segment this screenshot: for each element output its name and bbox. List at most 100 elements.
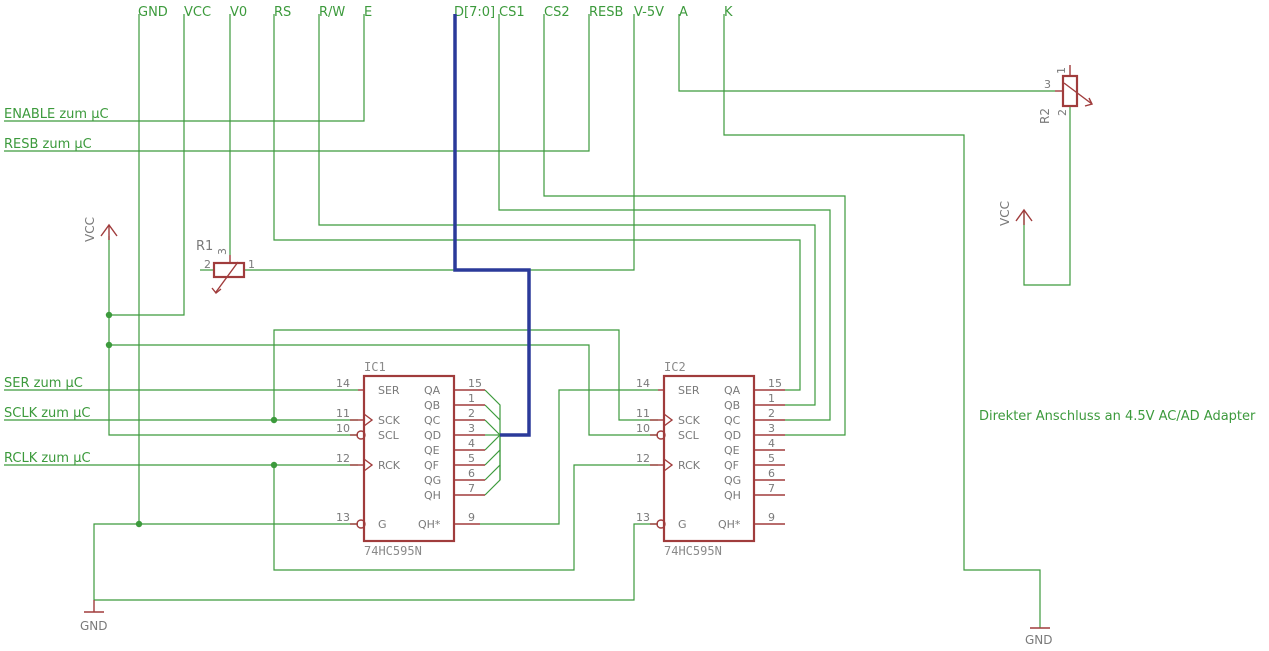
- gnd-symbol-left: GND: [80, 600, 108, 633]
- ic1-pnum-12: 12: [336, 452, 350, 465]
- ic1-pname-qb: QB: [424, 399, 440, 412]
- net-label-resb: RESB zum µC: [4, 137, 92, 152]
- ic2-pnum-9: 9: [768, 511, 775, 524]
- conn-label-v0: V0: [230, 5, 247, 20]
- wire-vcc-left: [108, 236, 358, 436]
- ic1-bus-entries: [484, 389, 501, 496]
- junction-dot: [105, 341, 113, 349]
- inverted-input-icon: [356, 519, 366, 529]
- ic2-pnum-4: 4: [768, 437, 775, 450]
- wire-cs2: [543, 14, 846, 436]
- vcc-symbol-right: VCC: [998, 201, 1033, 226]
- gnd-label-right: GND: [1025, 633, 1053, 647]
- r1-pin-3: 3: [216, 248, 229, 255]
- conn-label-a: A: [679, 5, 688, 20]
- ic2-body: [662, 374, 756, 543]
- ic2-pnum-1: 1: [768, 392, 775, 405]
- ic2-pname-scl: SCL: [678, 429, 700, 442]
- conn-label-d70: D[7:0]: [454, 5, 495, 20]
- bus-entry: [484, 465, 501, 496]
- vcc-label-right: VCC: [998, 201, 1012, 226]
- ic1-pname-ser: SER: [378, 384, 400, 397]
- ic2-pname-qb: QB: [724, 399, 740, 412]
- wire-a: [678, 14, 1055, 92]
- r2-pin-3: 3: [1044, 78, 1051, 91]
- vcc-symbol-left: VCC: [83, 217, 118, 242]
- clock-input-icon: [663, 458, 674, 472]
- net-labels: ENABLE zum µC RESB zum µC SER zum µC SCL…: [4, 107, 109, 466]
- wire-k: [723, 14, 1041, 628]
- trimmer-arrowhead: [211, 287, 222, 294]
- ic1-pname-rck: RCK: [378, 459, 401, 472]
- wire-r1-v5v: [244, 14, 635, 271]
- clock-input-icon: [363, 413, 374, 427]
- ic1-pnum-2: 2: [468, 407, 475, 420]
- net-label-enable: ENABLE zum µC: [4, 107, 109, 122]
- ic1-name: IC1: [364, 360, 386, 374]
- ic1-pname-qg: QG: [424, 474, 441, 487]
- wire-r2-vcc: [1023, 105, 1071, 286]
- wire-resb: [4, 14, 590, 152]
- ic2-pnum-7: 7: [768, 482, 775, 495]
- ic2-pname-qc: QC: [724, 414, 741, 427]
- bus-entry: [484, 404, 501, 421]
- junction-dot: [270, 416, 278, 424]
- ic1-body: [362, 374, 456, 543]
- conn-label-cs2: CS2: [544, 5, 570, 20]
- conn-label-cs1: CS1: [499, 5, 525, 20]
- r1-body: [212, 261, 246, 279]
- net-label-ser: SER zum µC: [4, 376, 83, 391]
- wire-rclk-ic2: [273, 464, 658, 571]
- junction-dot: [105, 311, 113, 319]
- bus-entry: [484, 435, 501, 466]
- ic2-pname-qa: QA: [724, 384, 741, 397]
- net-label-sclk: SCLK zum µC: [4, 406, 90, 421]
- gnd-symbol-right: GND: [1025, 627, 1053, 647]
- ic1-pname-qhs: QH*: [418, 518, 441, 531]
- r1-name: R1: [196, 239, 213, 254]
- adapter-note: Direkter Anschluss an 4.5V AC/AD Adapter: [979, 409, 1256, 424]
- ic2-pnum-14: 14: [636, 377, 650, 390]
- ic2-pname-qh: QH: [724, 489, 741, 502]
- ic2-pname-qg: QG: [724, 474, 741, 487]
- conn-label-rs: RS: [274, 5, 291, 20]
- ic1-pname-scl: SCL: [378, 429, 400, 442]
- gnd-label-left: GND: [80, 619, 108, 633]
- ic2-value: 74HC595N: [664, 544, 722, 558]
- data-bus: [453, 14, 531, 437]
- ic1-pnum-11: 11: [336, 407, 350, 420]
- ic1-pnum-6: 6: [468, 467, 475, 480]
- ic1-pnum-4: 4: [468, 437, 475, 450]
- resistor-r2: 1 3 2 R2: [1038, 65, 1094, 124]
- ic1-pnum-13: 13: [336, 511, 350, 524]
- conn-label-gnd: GND: [138, 5, 168, 20]
- connector-labels: GND VCC V0 RS R/W E D[7:0] CS1 CS2 RESB …: [138, 5, 733, 20]
- ic1: IC1 74HC595N 14 11 10 12 13 SER SCK SCL …: [336, 360, 485, 558]
- wire-rw: [318, 14, 816, 406]
- inverted-input-icon: [656, 519, 666, 529]
- ic1-pnum-14: 14: [336, 377, 350, 390]
- trimmer-arrowhead: [1084, 97, 1094, 107]
- wires: [4, 14, 1071, 628]
- trimmer-arrow-icon: [215, 261, 239, 293]
- resistor-r1: R1 2 1 3: [196, 239, 255, 294]
- r2-name: R2: [1038, 108, 1052, 124]
- ic2-pname-g: G: [678, 518, 687, 531]
- ic1-pnum-15: 15: [468, 377, 482, 390]
- ic2-right-pins: [754, 389, 785, 525]
- ic1-right-pins: [454, 389, 485, 525]
- ic2-pnum-6: 6: [768, 467, 775, 480]
- ic2-pnum-15: 15: [768, 377, 782, 390]
- ic1-pname-g: G: [378, 518, 387, 531]
- r2-pin-1: 1: [1055, 67, 1068, 74]
- ic2-pnum-10: 10: [636, 422, 650, 435]
- bus-entry: [484, 419, 501, 436]
- ic1-pname-qa: QA: [424, 384, 441, 397]
- conn-label-e: E: [364, 5, 372, 20]
- ic1-pnum-7: 7: [468, 482, 475, 495]
- wire-cs1: [498, 14, 831, 421]
- junctions: [105, 311, 278, 528]
- ic1-pname-qf: QF: [424, 459, 439, 472]
- ic2-pnum-11: 11: [636, 407, 650, 420]
